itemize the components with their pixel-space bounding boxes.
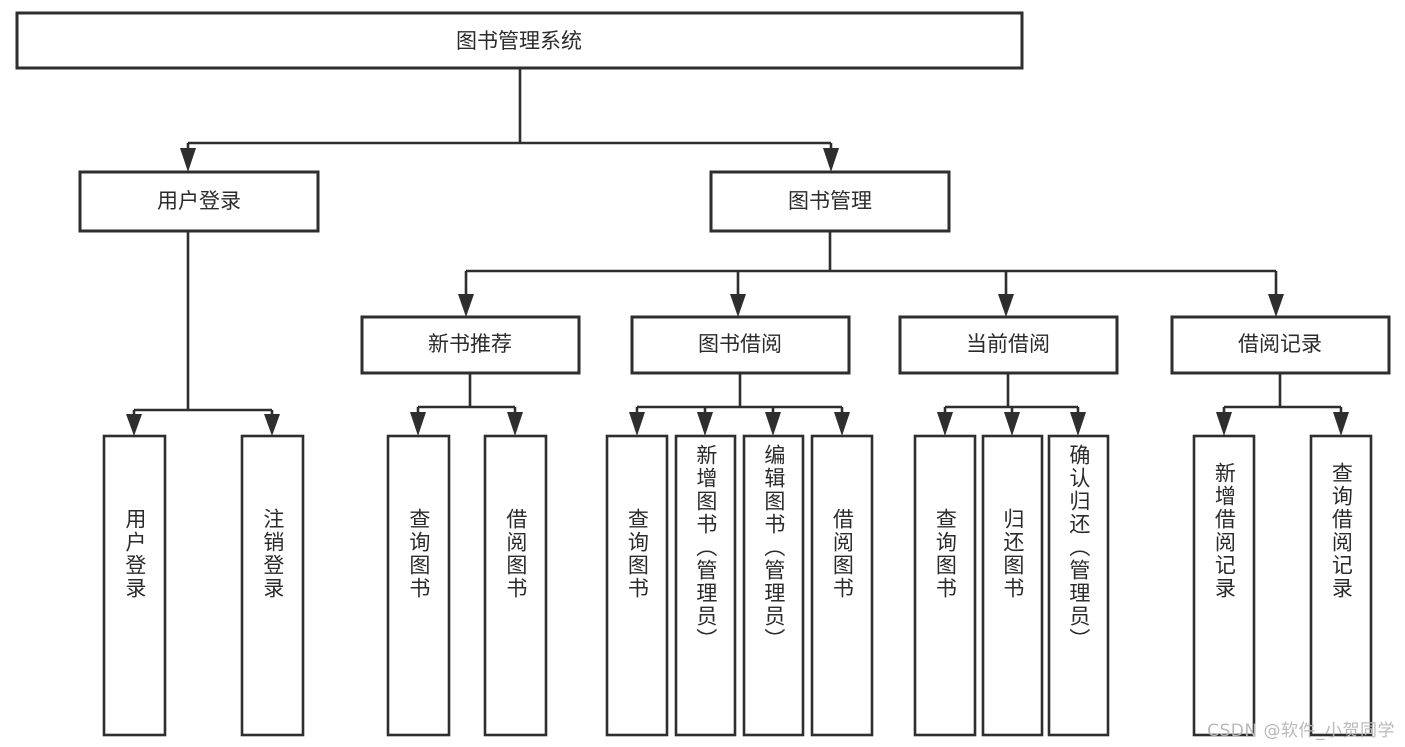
leaf-box-add-book[interactable] [674,434,737,737]
node-user-login-label: 用户登录 [157,189,241,213]
arrow-bm-to-book-borrow-icon [730,294,746,317]
arrow-cb-leaf-1-icon [937,412,953,436]
leaf-box-query-book-1[interactable] [386,434,451,737]
node-new-book-recommend-label: 新书推荐 [428,332,512,356]
node-book-manage[interactable]: 图书管理 [709,170,951,233]
leaf-box-user-login[interactable] [102,434,167,737]
arrow-root-to-user-login-icon [180,148,196,172]
arrow-br-leaf-1-icon [1216,412,1232,436]
arrow-nb-leaf-1-icon [410,412,426,436]
arrow-cb-leaf-2-icon [1004,412,1020,436]
node-current-borrow-box[interactable] [898,315,1119,375]
node-borrow-record[interactable]: 借阅记录 [1170,315,1391,375]
leaf-box-add-record[interactable] [1192,434,1256,737]
node-user-login[interactable]: 用户登录 [78,170,320,233]
node-new-book-recommend[interactable]: 新书推荐 [360,315,581,375]
arrow-bm-to-borrow-record-icon [1268,294,1284,317]
arrow-nb-leaf-2-icon [507,412,523,436]
arrow-bb-leaf-4-icon [834,412,850,436]
arrow-user-login-leaf-2-icon [264,414,280,436]
node-root-box[interactable] [15,11,1024,70]
leaf-box-borrow-book-2[interactable] [810,434,874,737]
leaf-box-logout[interactable] [240,434,305,737]
arrow-br-leaf-2-icon [1333,412,1349,436]
leaf-box-confirm-return[interactable] [1047,434,1110,737]
arrow-bb-leaf-1-icon [629,412,645,436]
node-borrow-record-label: 借阅记录 [1238,332,1322,356]
node-user-login-box[interactable] [78,170,320,233]
leaf-box-borrow-book-1[interactable] [483,434,548,737]
arrow-bm-to-current-borrow-icon [998,294,1014,317]
node-root[interactable]: 图书管理系统 [15,11,1024,70]
node-book-manage-label: 图书管理 [788,189,872,213]
node-book-manage-box[interactable] [709,170,951,233]
arrow-user-login-leaf-1-icon [126,414,142,436]
node-borrow-record-box[interactable] [1170,315,1391,375]
leaf-box-return-book[interactable] [981,434,1044,737]
node-current-borrow[interactable]: 当前借阅 [898,315,1119,375]
arrow-cb-leaf-3-icon [1070,412,1086,436]
node-book-borrow[interactable]: 图书借阅 [630,315,851,375]
node-book-borrow-label: 图书借阅 [698,332,782,356]
leaf-box-query-book-2[interactable] [605,434,669,737]
arrow-bm-to-new-book-icon [458,294,474,317]
leaf-box-query-record[interactable] [1309,434,1373,737]
leaf-box-edit-book[interactable] [742,434,805,737]
arrow-root-to-book-manage-icon [823,148,839,172]
connector-layer [126,68,1349,436]
node-book-borrow-box[interactable] [630,315,851,375]
arrow-bb-leaf-2-icon [697,412,713,436]
csdn-watermark: CSDN @软件_小贺同学 [1207,721,1395,741]
leaf-box-query-book-3[interactable] [913,434,977,737]
node-layer: 图书管理系统 用户登录 图书管理 新书推荐 图书借阅 当前 [15,11,1391,737]
arrow-bb-leaf-3-icon [765,412,781,436]
node-current-borrow-label: 当前借阅 [966,332,1050,356]
node-root-label: 图书管理系统 [456,29,582,53]
node-new-book-recommend-box[interactable] [360,315,581,375]
